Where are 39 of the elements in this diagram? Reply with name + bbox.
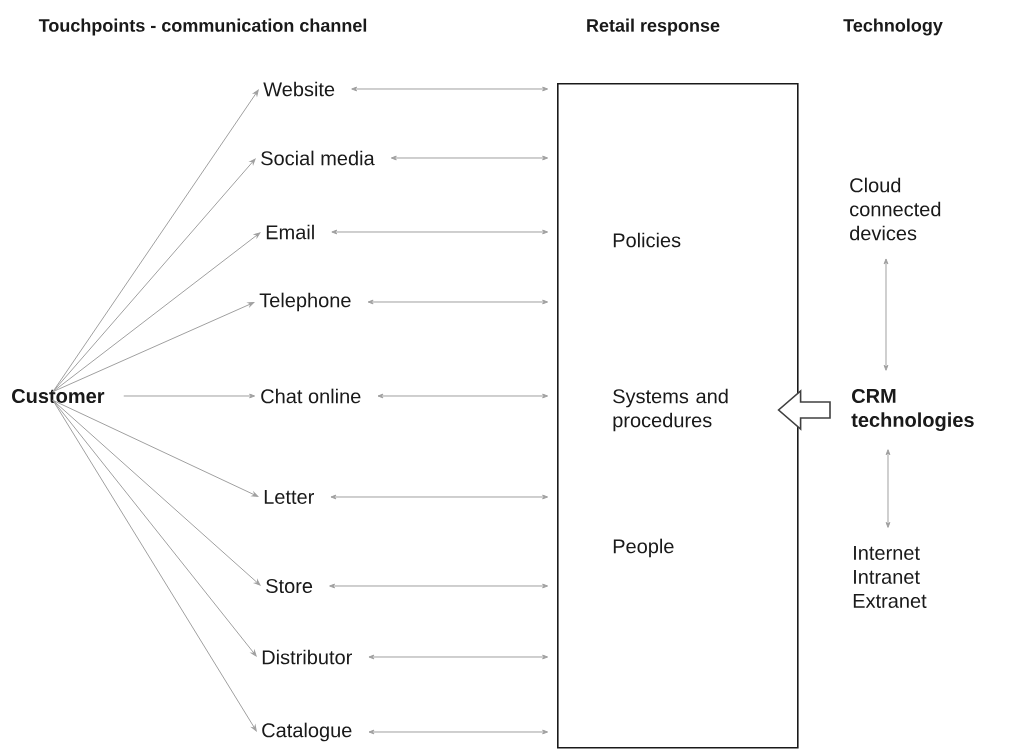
block-arrow [777, 389, 831, 431]
arrow [52, 158, 256, 393]
arrow [883, 258, 889, 371]
node-label: Distributor [262, 649, 352, 665]
node-label: Internet Intranet Extranet [853, 546, 927, 608]
arrow [368, 729, 549, 735]
arrow [331, 229, 549, 235]
column-heading: Touchpoints - communication channel [38, 18, 367, 36]
node-label: Customer [12, 388, 105, 404]
node-label: Social media [261, 150, 375, 166]
column-heading: Technology [843, 18, 943, 36]
column-heading: Retail response [587, 18, 720, 36]
node-label: Email [266, 224, 314, 240]
box-text: People [613, 538, 674, 558]
arrow [885, 449, 891, 528]
arrow [123, 393, 256, 399]
arrow [52, 399, 257, 657]
arrow [52, 399, 261, 586]
arrow [52, 399, 257, 732]
arrow [52, 302, 255, 393]
arrow [368, 654, 549, 660]
node-label: Catalogue [262, 722, 352, 742]
arrow [330, 494, 549, 500]
arrow [329, 583, 549, 589]
node-label: Chat online [261, 388, 361, 404]
box-text: Policies [613, 232, 681, 248]
node-label: Store [266, 578, 313, 594]
arrow [351, 86, 549, 92]
box-text: Systems and procedures [613, 388, 728, 432]
arrow [390, 155, 549, 161]
arrow [52, 399, 259, 497]
node-label: CRM technologies [851, 388, 974, 432]
node-label: Cloud connected devices [850, 177, 941, 241]
node-label: Letter [264, 490, 314, 504]
node-label: Telephone [259, 292, 351, 312]
arrow [52, 232, 261, 393]
arrow [367, 299, 549, 305]
node-label: Website [263, 81, 335, 97]
arrow [377, 393, 549, 399]
